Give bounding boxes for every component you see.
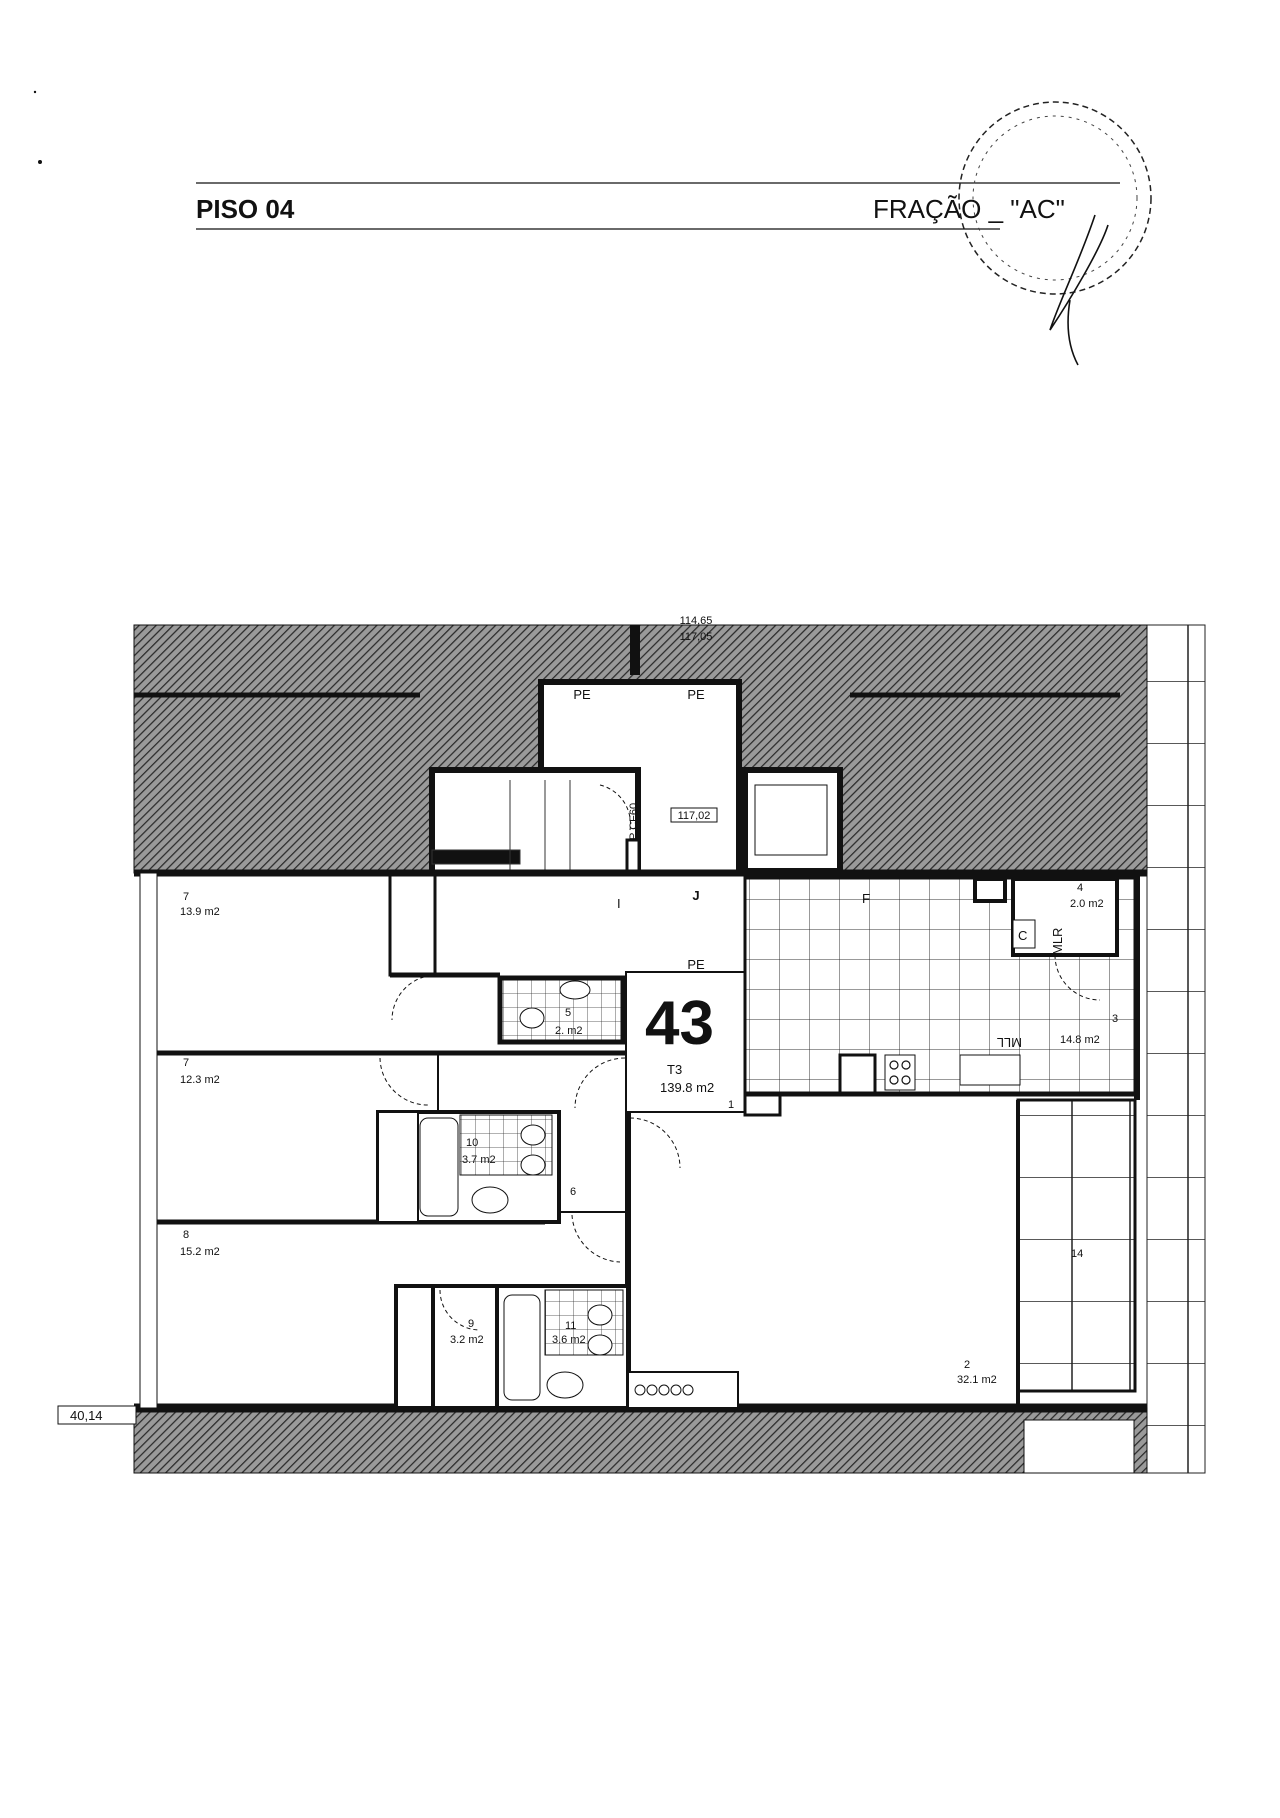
page-header: PISO 04 FRAÇÃO _ "AC" [196, 182, 1120, 230]
room-area: 3.6 m2 [552, 1334, 586, 1346]
core-level-label: 117,02 [678, 810, 711, 822]
floor-label: PISO 04 [196, 194, 295, 224]
unit-area: 139.8 m2 [660, 1080, 714, 1095]
room-area: 2. m2 [555, 1025, 583, 1037]
fire-door-label: P CF60 [628, 803, 640, 840]
room-number: 14 [1071, 1248, 1083, 1260]
room-number: 11 [565, 1320, 576, 1332]
boiler [1012, 919, 1036, 949]
room-number: 2 [964, 1359, 970, 1371]
unit-number: 43 [645, 989, 714, 1058]
room-area: 3.2 m2 [450, 1334, 484, 1346]
room-area: 12.3 m2 [180, 1074, 220, 1086]
room-number: 9 [468, 1318, 474, 1330]
signature [1049, 214, 1109, 366]
floor-plan [133, 624, 1206, 1474]
level-label: 117,05 [680, 631, 713, 643]
left-level-label: 40,14 [70, 1408, 103, 1423]
room-area: 14.8 m2 [1060, 1034, 1100, 1046]
room-area: 2.0 m2 [1070, 898, 1104, 910]
entrance-hall [625, 971, 746, 1113]
dishwasher-label: MLL [997, 1035, 1022, 1050]
room-number: 1 [728, 1099, 734, 1111]
room-number: 10 [466, 1137, 478, 1149]
room-area: 15.2 m2 [180, 1246, 220, 1258]
door-label: PE [687, 687, 705, 702]
room-area: 3.7 m2 [462, 1154, 496, 1166]
fraction-label: FRAÇÃO _ "AC" [873, 194, 1065, 224]
elevator-cab [754, 784, 828, 856]
room-number: 7 [183, 891, 189, 903]
bathtub [419, 1117, 459, 1217]
corridor-label: J [692, 888, 699, 903]
room-area: 13.9 m2 [180, 906, 220, 918]
door-label: PE [573, 687, 591, 702]
sink [959, 1054, 1021, 1086]
window-wall [139, 872, 158, 1409]
unit-type: T3 [667, 1062, 682, 1077]
plan-labels: 114,65 117,05 117,02 40,14 PE PE PE P CF… [57, 615, 1118, 1425]
washer-label: MLR [1050, 928, 1065, 955]
room-number: 6 [570, 1186, 576, 1198]
washbasin [546, 1371, 584, 1399]
room-number: 3 [1112, 1013, 1118, 1025]
balcony-14 [1016, 1098, 1137, 1393]
room-area: 32.1 m2 [957, 1374, 997, 1386]
official-stamp [958, 101, 1152, 366]
scan-dot [38, 160, 42, 164]
bathtub [503, 1294, 541, 1401]
bottom-terrace-hatch [133, 1407, 1148, 1474]
scan-dot [33, 90, 37, 94]
door-label: PE [687, 957, 705, 972]
external-balcony-grid [1146, 624, 1206, 1474]
cooktop [884, 1054, 916, 1091]
stair-label: I [617, 896, 621, 911]
room-number: 8 [183, 1229, 189, 1241]
room-number: 4 [1077, 882, 1083, 894]
room-number: 5 [565, 1007, 571, 1019]
boiler-label: C [1018, 928, 1027, 943]
room-number: 7 [183, 1057, 189, 1069]
washbasin [471, 1186, 509, 1214]
level-label: 114,65 [680, 615, 713, 627]
fridge-label: F [862, 891, 870, 906]
